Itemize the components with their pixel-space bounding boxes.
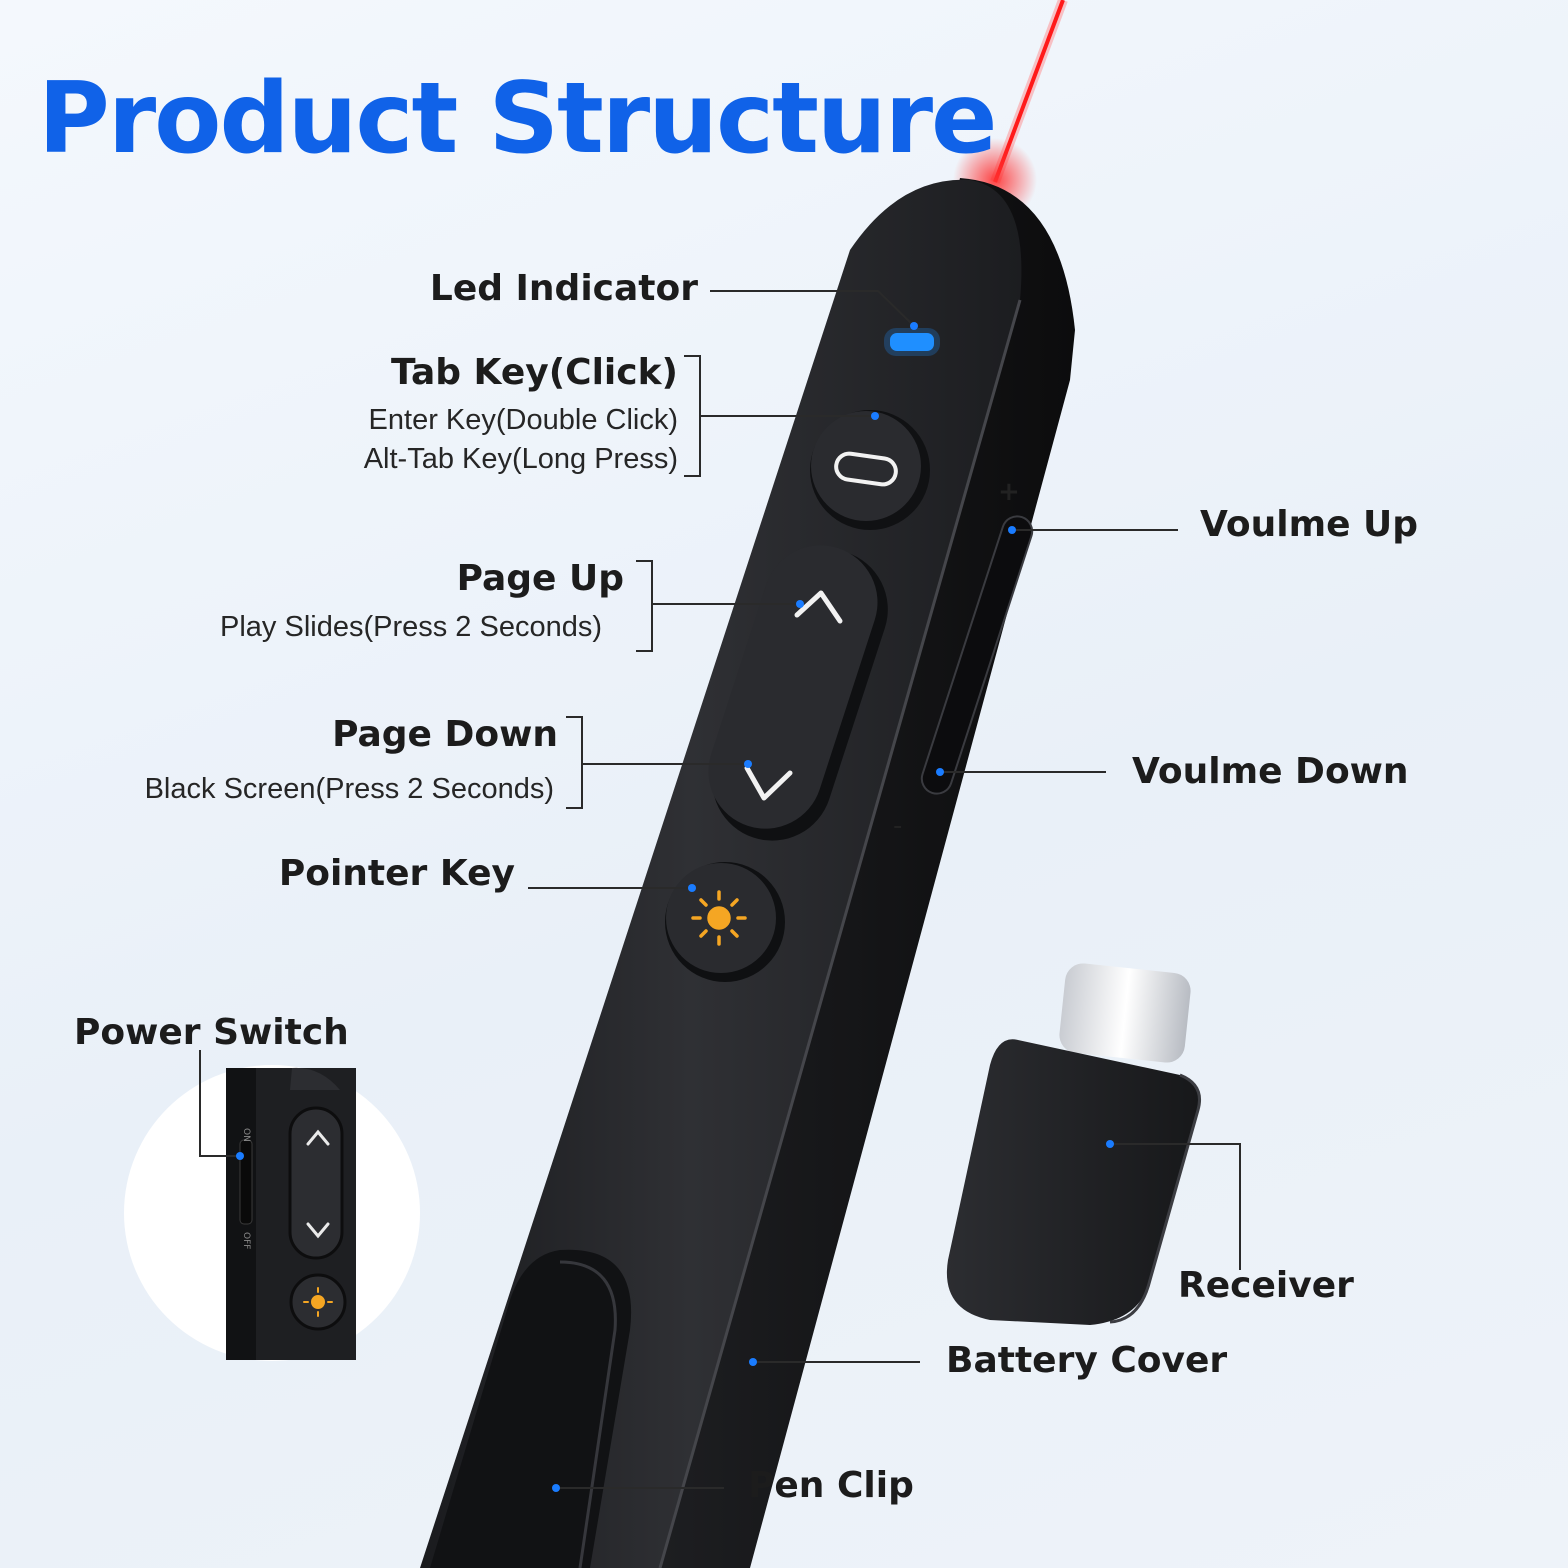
pen-clip-label: Pen Clip	[748, 1465, 914, 1506]
receiver-dongle	[946, 963, 1201, 1325]
battery-cover-label: Battery Cover	[946, 1340, 1228, 1381]
page-up-label: Page Up	[456, 558, 624, 599]
chevron-up-icon	[794, 590, 843, 624]
power-switch-inset: ON OFF	[124, 1065, 420, 1361]
usb-c-plug	[1059, 963, 1191, 1063]
page-down-desc: Black Screen(Press 2 Seconds)	[144, 773, 554, 805]
page-rocker	[708, 545, 888, 841]
power-slider	[239, 1139, 253, 1225]
leader-lines	[199, 290, 1241, 1489]
pointer-key-label: Pointer Key	[278, 853, 515, 894]
presenter-edge	[658, 299, 1022, 1568]
inset-sun-icon	[303, 1287, 333, 1317]
page-title: Product Structure	[38, 62, 997, 176]
inset-chevron-down-icon	[306, 1222, 330, 1239]
led-light	[890, 333, 934, 351]
volume-up-label: Voulme Up	[1200, 504, 1419, 545]
anchor-dots	[236, 322, 1114, 1492]
tab-key-button	[810, 410, 930, 530]
page-down-label: Page Down	[332, 714, 558, 755]
tab-key-enter-desc: Enter Key(Double Click)	[368, 404, 678, 436]
sun-icon	[691, 890, 747, 946]
volume-plus: +	[998, 477, 1020, 507]
volume-down-label: Voulme Down	[1132, 751, 1409, 792]
inset-chevron-up-icon	[306, 1129, 330, 1146]
receiver-label: Receiver	[1178, 1265, 1354, 1306]
tab-key-label: Tab Key(Click)	[391, 352, 678, 393]
switch-on-text: ON	[241, 1128, 251, 1142]
page-up-desc: Play Slides(Press 2 Seconds)	[220, 611, 602, 643]
led-indicator-label: Led Indicator	[429, 268, 698, 309]
chevron-down-icon	[744, 765, 793, 801]
pointer-button	[665, 862, 785, 982]
rounded-rect-icon	[834, 451, 898, 487]
power-switch-label: Power Switch	[74, 1012, 349, 1053]
switch-off-text: OFF	[241, 1232, 251, 1249]
volume-minus: -	[893, 811, 902, 841]
tab-key-alt-desc: Alt-Tab Key(Long Press)	[363, 443, 678, 475]
volume-strip	[920, 515, 1034, 795]
